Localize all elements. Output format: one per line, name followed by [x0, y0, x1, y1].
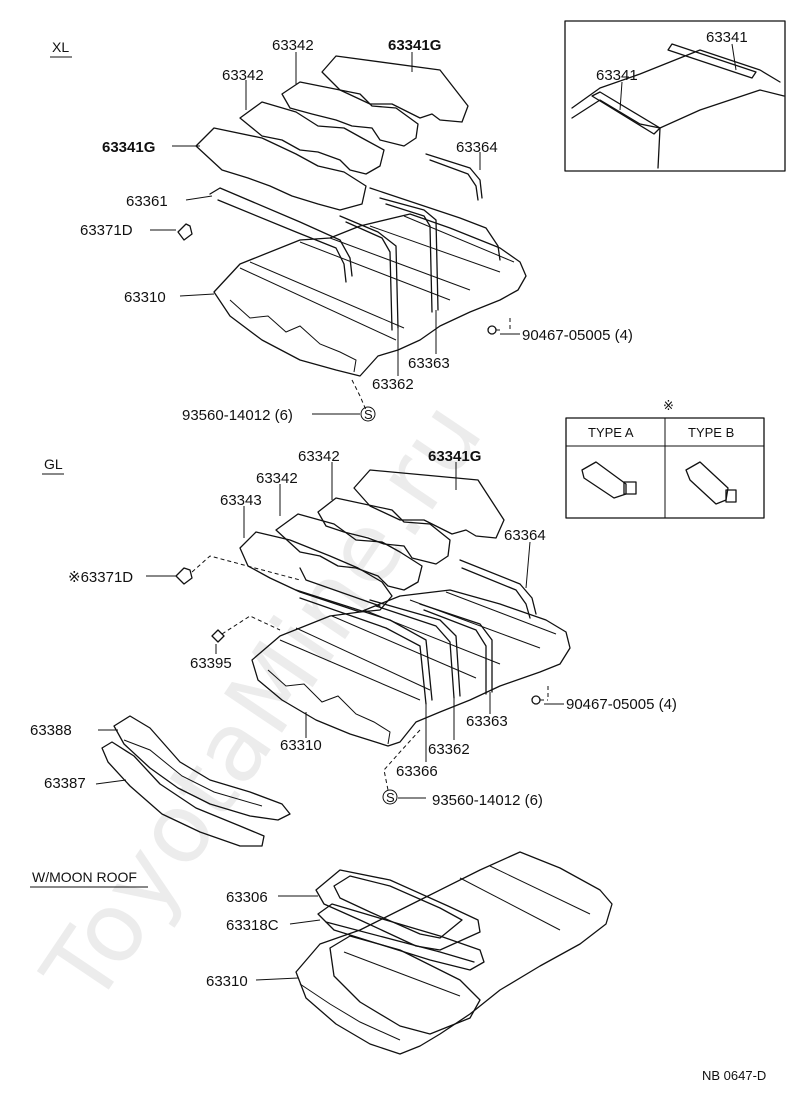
xl-label-63342-b: 63342	[222, 67, 264, 84]
gl-label-63343: 63343	[220, 492, 262, 509]
xl-label-93560: 93560-14012 (6)	[182, 407, 293, 424]
gl-label-63310: 63310	[280, 737, 322, 754]
type-a-header: TYPE A	[588, 425, 634, 440]
xl-label-63362: 63362	[372, 376, 414, 393]
gl-label-63366: 63366	[396, 763, 438, 780]
xl-pad-63342-upper	[281, 81, 419, 147]
drawing-code: NB 0647-D	[702, 1068, 766, 1083]
xl-pad-63341g-lower	[195, 127, 367, 211]
gl-rail-63366	[419, 603, 493, 693]
xl-label-63364: 63364	[456, 139, 498, 156]
xl-label-63341g-b: 63341G	[102, 139, 155, 156]
gl-label-63342-b: 63342	[256, 470, 298, 487]
gl-label-93560: 93560-14012 (6)	[432, 792, 543, 809]
section-label-moon-roof: W/MOON ROOF	[32, 869, 137, 885]
xl-rail-63363	[379, 197, 439, 311]
gl-label-63363: 63363	[466, 713, 508, 730]
xl-label-63371d: 63371D	[80, 222, 133, 239]
type-b-clip-icon	[685, 461, 729, 505]
moon-panel-63306	[315, 869, 481, 951]
xl-label-63341g-a: 63341G	[388, 37, 441, 54]
gl-part-63388	[113, 715, 291, 821]
gl-label-63387: 63387	[44, 775, 86, 792]
gl-label-63388: 63388	[30, 722, 72, 739]
xl-label-63363: 63363	[408, 355, 450, 372]
inset-molding-63341-a	[591, 91, 661, 135]
gl-fastener-s	[382, 789, 398, 805]
xl-rail-63361	[209, 187, 353, 277]
inset-box	[564, 20, 786, 172]
gl-rail-63363	[369, 599, 461, 697]
moon-headlining-63310	[295, 851, 613, 1055]
xl-fastener-s	[360, 406, 376, 422]
inset-label-63341-a: 63341	[596, 67, 638, 84]
xl-rail-63364	[425, 153, 483, 199]
gl-clip-63371d	[175, 567, 193, 585]
gl-part-63387	[101, 741, 265, 847]
xl-pad-63342-lower	[239, 101, 385, 175]
gl-label-90467: 90467-05005 (4)	[566, 696, 677, 713]
xl-rail-63362	[339, 215, 399, 329]
gl-headlining-63310	[251, 589, 571, 747]
section-label-xl: XL	[52, 39, 69, 55]
gl-clip-63395	[211, 629, 225, 643]
gl-pad-63341g	[353, 469, 505, 539]
gl-rail-63364	[459, 559, 537, 615]
gl-label-63364: 63364	[504, 527, 546, 544]
moon-frame-63318c	[317, 903, 485, 971]
section-label-gl: GL	[44, 456, 63, 472]
gl-label-63371d: ※63371D	[68, 569, 133, 586]
type-b-header: TYPE B	[688, 425, 734, 440]
moon-label-63318c: 63318C	[226, 917, 279, 934]
xl-fastener-s-label: S	[364, 407, 373, 422]
xl-headlining-63310	[213, 213, 527, 377]
xl-label-63342-a: 63342	[272, 37, 314, 54]
gl-fastener-s-label: S	[386, 790, 395, 805]
xl-label-63310: 63310	[124, 289, 166, 306]
gl-pad-63342-upper	[317, 497, 451, 565]
xl-label-90467: 90467-05005 (4)	[522, 327, 633, 344]
xl-label-63361: 63361	[126, 193, 168, 210]
moon-label-63310: 63310	[206, 973, 248, 990]
type-a-clip-icon	[581, 461, 627, 499]
gl-label-63395: 63395	[190, 655, 232, 672]
type-note-mark: ※	[663, 398, 674, 413]
gl-label-63362: 63362	[428, 741, 470, 758]
gl-pad-63342-lower	[275, 513, 423, 591]
gl-label-63341g: 63341G	[428, 448, 481, 465]
inset-label-63341-b: 63341	[706, 29, 748, 46]
xl-pad-63341g-upper	[321, 55, 469, 123]
gl-label-63342-a: 63342	[298, 448, 340, 465]
moon-label-63306: 63306	[226, 889, 268, 906]
gl-rail-63362	[295, 589, 433, 701]
gl-pad-63343	[239, 531, 393, 613]
inset-molding-63341-b	[667, 43, 757, 79]
